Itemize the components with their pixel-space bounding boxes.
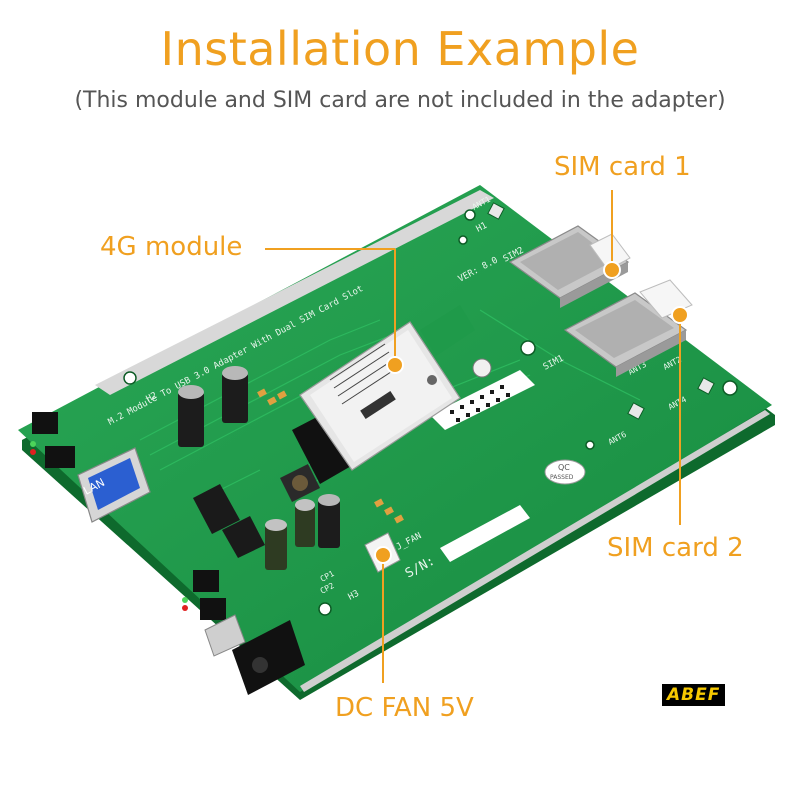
- usb-c-port: [204, 614, 246, 657]
- mounting-hole: [458, 235, 468, 245]
- capacitor: [222, 366, 248, 423]
- regulator-chip: [193, 484, 240, 534]
- led-red: [182, 605, 188, 611]
- dc-jack: [232, 620, 305, 695]
- mounting-hole: [464, 209, 476, 221]
- power-switch: [200, 598, 226, 620]
- mounting-hole: [123, 371, 137, 385]
- antenna-pad: [697, 377, 715, 395]
- callout-sim-card-2: SIM card 2: [607, 533, 744, 563]
- fan-callout-dot: [374, 546, 392, 564]
- smd-resistors: [257, 388, 404, 524]
- mounting-hole: [585, 440, 595, 450]
- mounting-hole: [722, 380, 738, 396]
- sim-card-1: [589, 233, 631, 271]
- inductor: [280, 464, 320, 502]
- callout-dc-fan: DC FAN 5V: [335, 693, 474, 723]
- capacitor: [318, 494, 340, 548]
- capacitor: [265, 519, 287, 570]
- module-callout-dot: [386, 356, 404, 374]
- qc-label: QC: [558, 463, 570, 472]
- h2-text: H2: [145, 391, 159, 405]
- rail-right: [300, 410, 770, 692]
- capacitors: [178, 366, 340, 570]
- qc-sub-label: PASSED: [550, 474, 574, 481]
- page-subtitle: (This module and SIM card are not includ…: [74, 88, 726, 113]
- serial-number-field: [440, 505, 530, 562]
- power-switch: [32, 412, 75, 468]
- mounting-hole: [520, 340, 536, 356]
- usb-port: LAN: [77, 447, 151, 523]
- antenna-pad: [487, 202, 505, 220]
- led-green: [30, 441, 36, 447]
- qc-sticker: QC PASSED: [544, 459, 586, 485]
- sim-slot-1-holder: [563, 292, 688, 377]
- page-title: Installation Example: [160, 22, 640, 76]
- sim1-callout-dot: [603, 261, 621, 279]
- antenna-pad: [627, 402, 645, 420]
- brand-logo: ABEF: [662, 684, 726, 706]
- h1-text: H1: [475, 221, 489, 235]
- regulator-chip: [222, 516, 265, 558]
- mounting-hole: [318, 602, 332, 616]
- m2-standoff: [472, 358, 492, 378]
- capacitor: [295, 499, 315, 547]
- callout-4g-module: 4G module: [100, 232, 243, 262]
- callout-sim-card-1: SIM card 1: [554, 152, 691, 182]
- mounting-holes: [123, 209, 738, 616]
- pad-grid: [430, 370, 535, 430]
- led-green: [182, 597, 188, 603]
- rail-top: [95, 190, 494, 395]
- sim2-callout-dot: [671, 306, 689, 324]
- h3-text: H3: [347, 589, 361, 603]
- 4g-module: [299, 305, 475, 471]
- capacitor: [178, 385, 204, 447]
- led-red: [30, 449, 36, 455]
- power-switch: [193, 570, 219, 592]
